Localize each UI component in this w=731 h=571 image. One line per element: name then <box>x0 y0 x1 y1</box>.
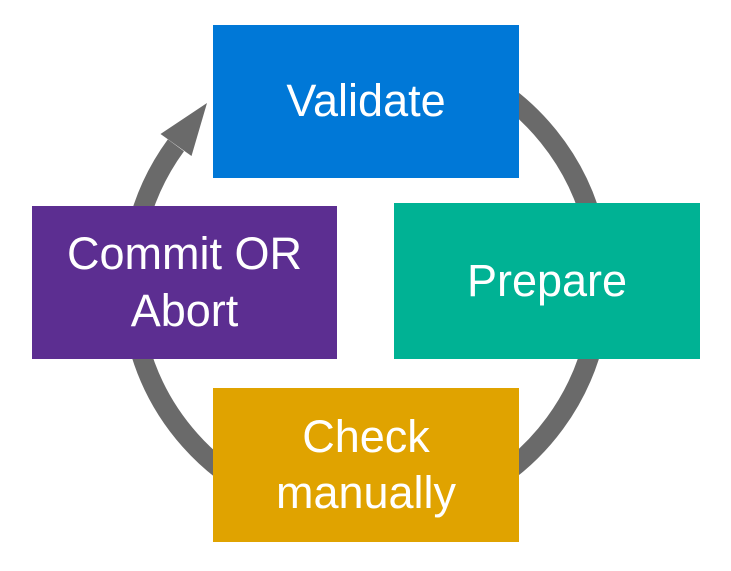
cycle-step-check-manually: Check manually <box>213 388 519 542</box>
cycle-step-validate-label: Validate <box>286 75 446 127</box>
cycle-step-validate: Validate <box>213 25 519 178</box>
cycle-step-commit-or-abort-label: Commit OR Abort <box>67 228 302 336</box>
cycle-step-prepare: Prepare <box>394 203 700 359</box>
cycle-step-prepare-label: Prepare <box>466 254 628 306</box>
cycle-step-check-manually-label: Check manually <box>275 410 457 518</box>
cycle-arrowhead-icon <box>160 103 207 156</box>
cycle-step-commit-or-abort: Commit OR Abort <box>32 206 337 359</box>
